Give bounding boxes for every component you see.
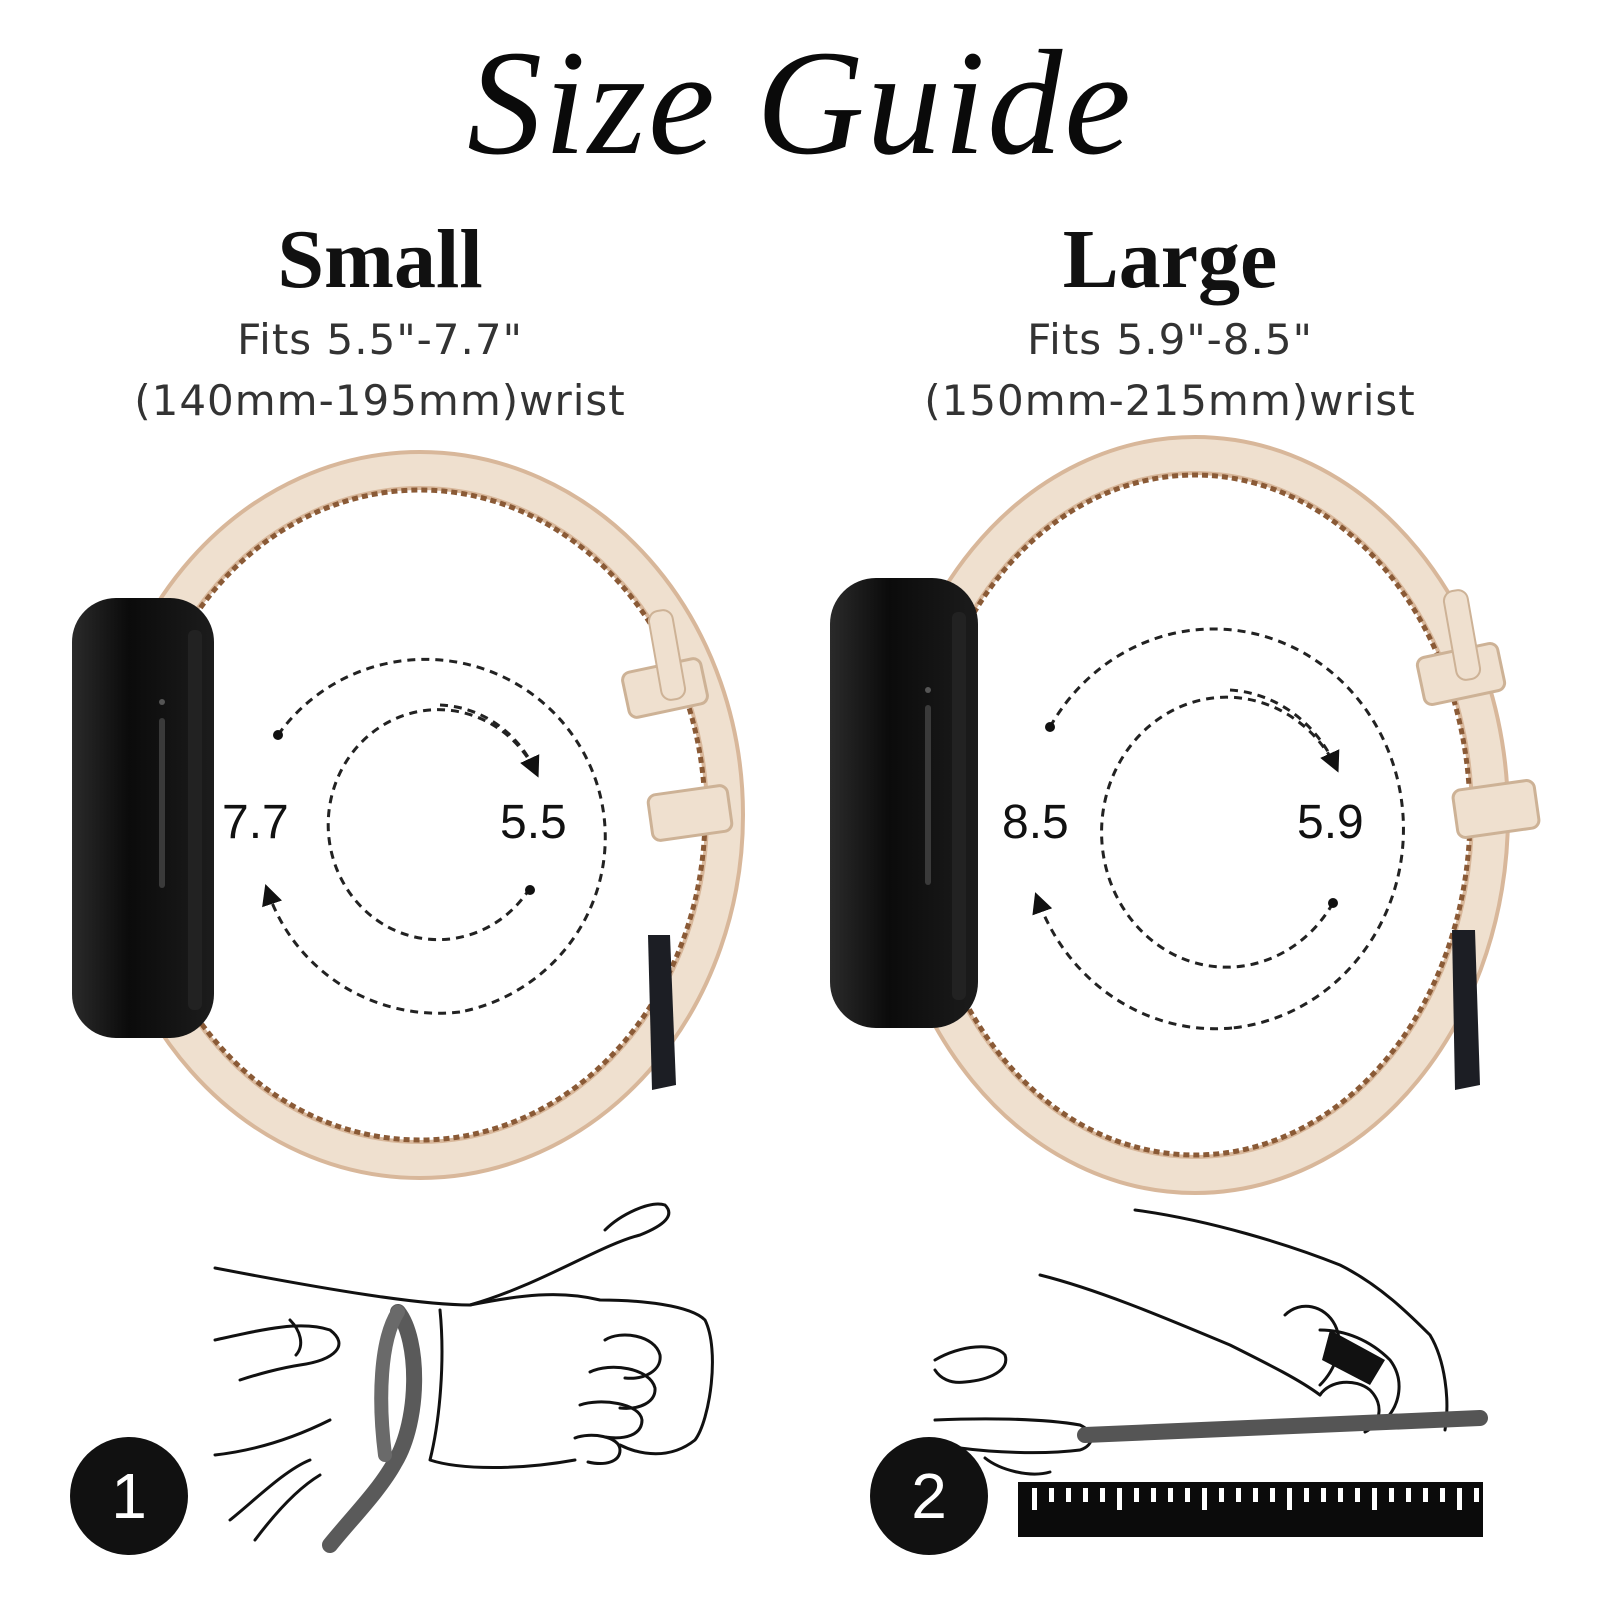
large-min-size: 5.9 [1297,796,1364,849]
ruler-tick [1219,1488,1224,1502]
small-max-size: 7.7 [222,796,289,849]
page-title: Size Guide [467,20,1133,186]
size-large-fits: Fits 5.9"-8.5" (150mm-215mm)wrist [790,310,1550,432]
size-large-title: Large [1062,213,1278,306]
step-1-strap-back [374,1305,405,1462]
small-inner-arc-dot [525,885,535,895]
ruler-tick [1406,1488,1411,1502]
step-1-illustration [213,1202,714,1542]
small-watch-sensor [159,699,165,705]
large-outer-arc-left [1032,892,1233,1031]
ruler-tick [1083,1488,1088,1502]
ruler-tick [1270,1488,1275,1502]
small-arc-start-dot [273,730,283,740]
step-1-strap [322,1304,423,1553]
ruler-icon [1018,1482,1483,1537]
ruler-tick [1168,1488,1173,1502]
large-max-size: 8.5 [1002,796,1069,849]
large-inner-arc-arrow [1229,688,1340,773]
large-band-tail [1442,589,1482,681]
ruler-tick [1287,1488,1292,1510]
step-2-strap [1077,1410,1488,1443]
small-band-illustration [72,450,745,1180]
small-inner-arc-arrow [439,703,540,778]
ruler-tick [1032,1488,1037,1510]
size-large-fits-inches: Fits 5.9"-8.5" [1027,315,1313,364]
ruler-tick [1185,1488,1190,1502]
small-watch-case [72,598,214,1038]
large-band-loop-bottom [1451,779,1541,839]
small-band-stitching [132,487,708,1143]
large-watch-case [830,578,978,1028]
size-small-fits: Fits 5.5"-7.7" (140mm-195mm)wrist [0,310,760,432]
small-outer-arc-left [262,884,461,1015]
small-watch-button-slot [159,718,165,888]
ruler-tick [1304,1488,1309,1502]
ruler-tick [1134,1488,1139,1502]
ruler-tick [1066,1488,1071,1502]
ruler-tick [1372,1488,1377,1510]
small-band-buckle [648,935,676,1090]
ruler-tick [1151,1488,1156,1502]
step-2-thumb-nail [1322,1330,1385,1385]
large-arc-start-dot [1045,722,1055,732]
large-inner-arc-dot [1328,898,1338,908]
ruler-tick [1474,1488,1479,1502]
size-small-fits-mm: (140mm-195mm)wrist [134,375,626,425]
large-band-buckle [1452,930,1480,1090]
small-inner-arc [326,708,537,942]
small-min-size: 5.5 [500,796,567,849]
large-watch-side [952,612,966,1000]
ruler-tick [1202,1488,1207,1510]
large-inner-arc [1100,695,1337,969]
size-large-fits-mm: (150mm-215mm)wrist [924,375,1416,425]
size-small-fits-inches: Fits 5.5"-7.7" [237,315,523,364]
step-2-badge: 2 [870,1437,988,1555]
ruler-tick [1338,1488,1343,1502]
ruler-tick [1457,1488,1462,1510]
ruler-tick [1100,1488,1105,1502]
small-band-loop-bottom [646,784,734,842]
small-watch-side [188,630,202,1010]
ruler-tick [1236,1488,1241,1502]
large-watch-button-slot [925,705,931,885]
ruler-tick [1355,1488,1360,1502]
size-small-title: Small [277,213,483,306]
ruler-tick [1321,1488,1326,1502]
ruler-tick [1253,1488,1258,1502]
large-watch-sensor [925,687,931,693]
ruler-tick [1423,1488,1428,1502]
step-1-badge: 1 [70,1437,188,1555]
ruler-tick [1049,1488,1054,1502]
ruler-tick [1117,1488,1122,1510]
large-outer-arc-right [1048,627,1405,1030]
small-band-tail [647,609,687,701]
ruler-tick [1389,1488,1394,1502]
small-outer-arc-right [276,657,607,1014]
ruler-tick [1440,1488,1445,1502]
large-band-illustration [830,435,1541,1195]
